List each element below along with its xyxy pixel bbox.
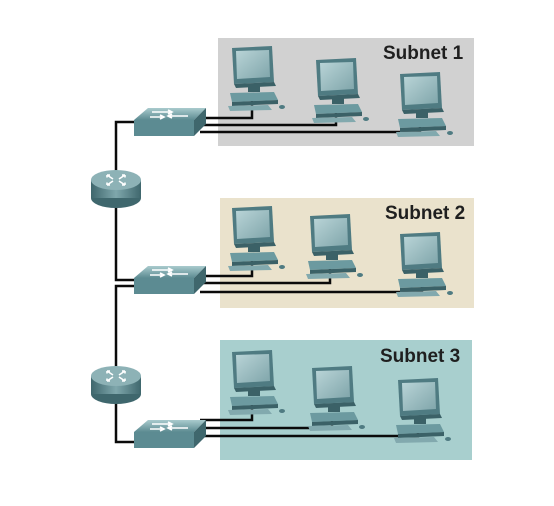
- cable-s2-host1: [200, 260, 254, 278]
- router-1: [90, 169, 142, 209]
- subnet-1-label: Subnet 1: [383, 43, 464, 64]
- cable-router2-switch3: [114, 398, 140, 444]
- subnet-2-label: Subnet 2: [385, 203, 465, 224]
- switch-1: [133, 107, 207, 137]
- switch-3: [133, 419, 207, 449]
- cable-router1-switch2: [114, 205, 140, 282]
- cable-switch2-router2: [114, 284, 136, 372]
- switch-2: [133, 265, 207, 295]
- subnet-3-label: Subnet 3: [380, 346, 460, 367]
- router-2: [90, 365, 142, 405]
- cable-switch1-router1: [114, 120, 138, 178]
